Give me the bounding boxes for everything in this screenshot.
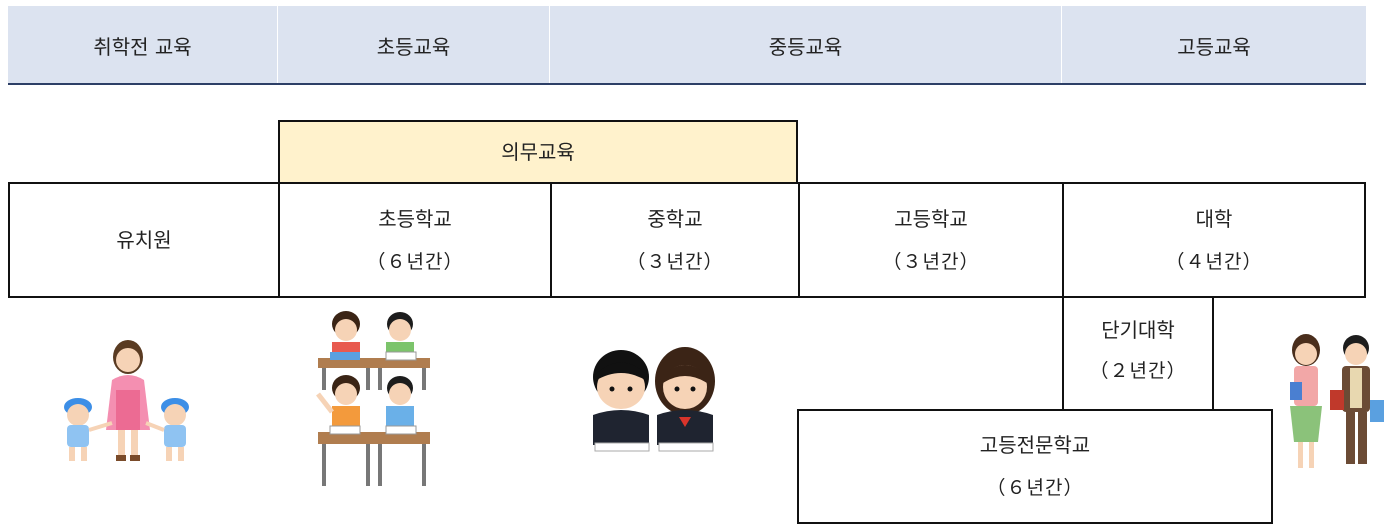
university-name: 대학 (1195, 206, 1233, 231)
junior-college-name: 단기대학 (1101, 317, 1175, 342)
middle-school-box: 중학교 （３년간） (550, 182, 800, 298)
technical-college-duration: （６년간） (986, 477, 1084, 500)
university-duration: （４년간） (1165, 250, 1263, 273)
high-school-box: 고등학교 （３년간） (798, 182, 1064, 298)
university-students-illustration (1290, 334, 1384, 468)
header-secondary-label: 중등교육 (768, 34, 843, 59)
kindergarten-teacher-children-illustration (64, 340, 189, 461)
middle-school-duration: （３년간） (626, 250, 724, 273)
elementary-school-box: 초등학교 （６년간） (278, 182, 552, 298)
elementary-school-duration: （６년간） (366, 250, 464, 273)
header-primary: 초등교육 (278, 6, 550, 84)
high-school-duration: （３년간） (882, 250, 980, 273)
header-secondary: 중등교육 (550, 6, 1062, 84)
junior-college-duration: （２년간） (1089, 359, 1187, 382)
junior-college-left-line (1062, 296, 1064, 410)
header-higher-label: 고등교육 (1177, 34, 1251, 59)
middle-school-students-illustration (593, 347, 715, 452)
university-box: 대학 （４년간） (1062, 182, 1366, 298)
kindergarten-box: 유치원 (8, 182, 280, 298)
technical-college-name: 고등전문학교 (979, 433, 1091, 458)
header-preschool-label: 취학전 교육 (93, 34, 192, 59)
header-rule (8, 83, 1366, 85)
junior-college-box: 단기대학 （２년간） (1064, 300, 1212, 400)
technical-college-box: 고등전문학교 （６년간） (797, 409, 1273, 524)
compulsory-education-label: 의무교육 (501, 140, 575, 164)
middle-school-name: 중학교 (647, 206, 703, 231)
high-school-name: 고등학교 (894, 206, 968, 231)
elementary-school-name: 초등학교 (378, 206, 452, 231)
header-preschool: 취학전 교육 (8, 6, 278, 84)
junior-college-right-line (1212, 296, 1214, 410)
elementary-classroom-illustration (316, 311, 430, 486)
kindergarten-label: 유치원 (116, 228, 172, 252)
compulsory-education-box: 의무교육 (278, 120, 798, 184)
header-higher: 고등교육 (1062, 6, 1366, 84)
header-primary-label: 초등교육 (376, 34, 451, 59)
